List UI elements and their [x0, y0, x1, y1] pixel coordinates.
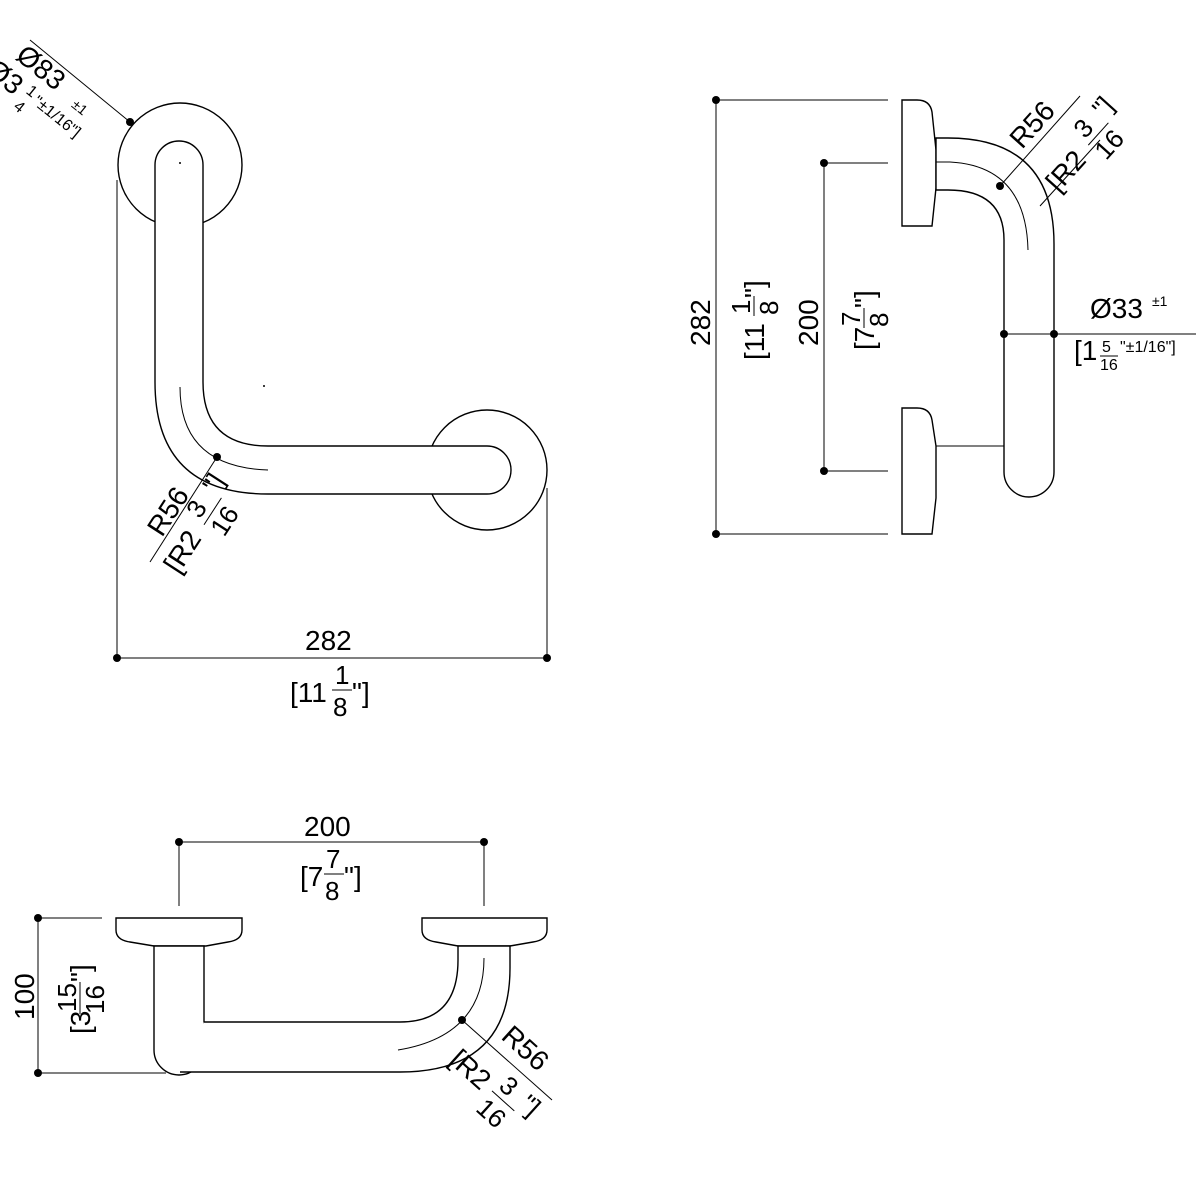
dim-point — [458, 1016, 466, 1024]
width-value: 282 — [305, 625, 352, 656]
top-radius-label: R56 — [496, 1019, 555, 1076]
height-value: 282 — [685, 299, 716, 346]
side-grab-bar — [935, 137, 1055, 498]
dim-point — [126, 118, 134, 126]
flange-dia-in-den: 4 — [10, 98, 28, 117]
width-in-den: 8 — [333, 692, 347, 722]
side-view: 282 [11 1 8 "] 200 [7 7 8 "] R56 — [685, 91, 1196, 538]
top-radius-text: R56 — [496, 1019, 555, 1076]
dim-point — [820, 467, 828, 475]
tube-dia-in: [1 — [1074, 335, 1097, 366]
dim-point — [712, 96, 720, 104]
dim-point — [820, 159, 828, 167]
tube-dia-in-num: 5 — [1102, 339, 1111, 356]
tube-dia-in-tol: "±1/16"] — [1120, 339, 1176, 356]
side-radius-in: [R2 — [1040, 144, 1092, 197]
bend-line — [179, 386, 269, 471]
side-centers-value: 200 — [793, 299, 824, 346]
front-radius-leader — [149, 456, 218, 563]
dim-point — [113, 654, 121, 662]
side-centers-in-label: [7 7 8 "] — [836, 290, 894, 350]
top-radius-in-num: 3 — [493, 1070, 524, 1102]
top-centers-in-end: "] — [344, 861, 362, 892]
tube-dia-in-den: 16 — [1100, 357, 1118, 374]
top-right-flange — [421, 917, 548, 947]
top-centers-in-den: 8 — [325, 876, 339, 906]
side-bend-line — [936, 161, 1029, 251]
side-centers-in-end: "] — [849, 290, 880, 308]
l-shaped-grab-bar — [154, 140, 512, 495]
height-in-label: [11 1 8 "] — [726, 280, 784, 360]
side-upper-flange — [901, 99, 937, 227]
dim-point — [712, 530, 720, 538]
side-centers-label: 200 — [793, 299, 824, 346]
side-radius-leader — [999, 95, 1081, 187]
top-centers-in: [7 — [300, 861, 323, 892]
height-label: 282 — [685, 299, 716, 346]
projection-in: [3 — [65, 1011, 96, 1034]
dim-point — [1050, 330, 1058, 338]
top-left-flange — [115, 917, 243, 947]
top-radius-in-end: "] — [514, 1089, 546, 1122]
side-lower-flange — [901, 407, 937, 535]
top-centers-in-num: 7 — [326, 844, 340, 874]
front-radius-in-den: 16 — [204, 500, 245, 541]
height-in-den: 8 — [754, 301, 784, 315]
front-view: Ø83 ±1 [Ø3 1 4 "±1/16"] R56 [R2 3 16 "] … — [0, 39, 551, 722]
side-radius-in-end: "] — [1086, 91, 1119, 123]
projection-in-num: 15 — [52, 983, 82, 1012]
tube-dia-text: Ø33 — [1090, 293, 1143, 324]
top-centers-value: 200 — [304, 811, 351, 842]
dim-point — [34, 1069, 42, 1077]
height-in-end: "] — [739, 280, 770, 298]
projection-in-end: "] — [65, 964, 96, 982]
dim-point — [480, 838, 488, 846]
projection-in-label: [3 15 16 "] — [52, 964, 110, 1034]
side-centers-in-num: 7 — [836, 312, 866, 326]
flange-dia-leader — [29, 39, 131, 123]
side-centers-in-den: 8 — [864, 313, 894, 327]
width-in-num: 1 — [335, 660, 349, 690]
dim-point — [996, 182, 1004, 190]
width-in: [11 — [290, 677, 327, 708]
width-in-end: "] — [352, 677, 370, 708]
dim-point — [175, 838, 183, 846]
dim-point — [213, 453, 221, 461]
flange-dia-tol: ±1 — [69, 96, 91, 118]
side-radius-text: R56 — [1003, 95, 1060, 154]
top-view: 200 [7 7 8 "] 100 [3 15 16 "] R56 [R2 3 — [9, 811, 555, 1134]
top-radius-leader — [461, 1019, 553, 1101]
height-in-num: 1 — [726, 300, 756, 314]
tube-dia-tol: ±1 — [1152, 293, 1168, 309]
dim-point — [1000, 330, 1008, 338]
height-in: [11 — [739, 323, 770, 360]
projection-value: 100 — [9, 973, 40, 1020]
projection-in-den: 16 — [80, 985, 110, 1014]
side-centers-in: [7 — [849, 327, 880, 350]
projection-label: 100 — [9, 973, 40, 1020]
dim-point — [543, 654, 551, 662]
top-grab-bar — [180, 945, 511, 1073]
dim-point — [34, 914, 42, 922]
